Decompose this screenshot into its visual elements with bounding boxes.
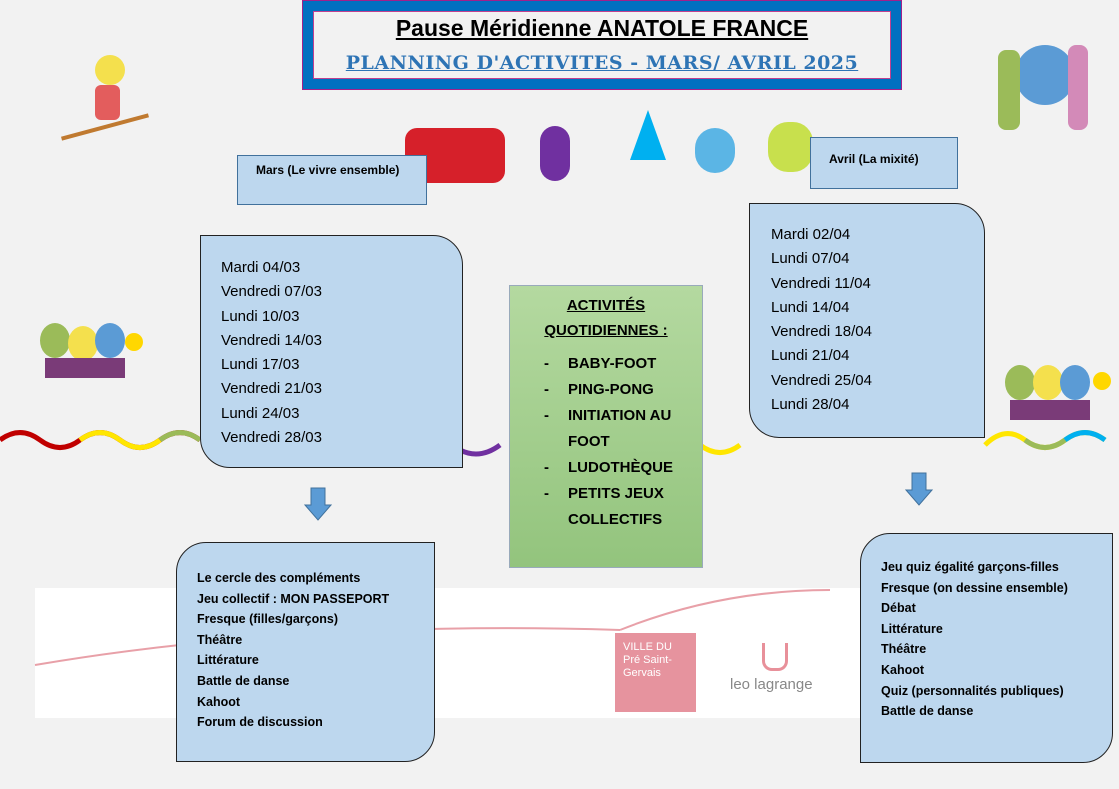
march-activities-box: Le cercle des compléments Jeu collectif … xyxy=(176,542,435,762)
title-banner: Pause Méridienne ANATOLE FRANCE PLANNING… xyxy=(302,0,902,90)
activity-item: Kahoot xyxy=(197,694,241,709)
date-item: Vendredi 25/04 xyxy=(771,371,872,389)
kids-group-illustration-left xyxy=(40,318,145,378)
april-activities-box: Jeu quiz égalité garçons-filles Fresque … xyxy=(860,533,1113,763)
kids-group-illustration-right xyxy=(1005,360,1115,420)
daily-title-line2: QUOTIDIENNES : xyxy=(544,322,668,339)
date-item: Vendredi 28/03 xyxy=(221,429,322,447)
activity-item: Jeu quiz égalité garçons-filles xyxy=(881,560,1059,574)
april-dates-box: Mardi 02/04 Lundi 07/04 Vendredi 11/04 L… xyxy=(749,203,985,438)
flask-character-icon xyxy=(630,110,666,160)
down-arrow-icon xyxy=(304,487,332,521)
down-arrow-icon xyxy=(905,472,933,506)
leo-lagrange-emblem-icon xyxy=(762,643,788,671)
date-item: Lundi 07/04 xyxy=(771,250,850,268)
activity-item: Littérature xyxy=(881,621,943,636)
date-item: Mardi 04/03 xyxy=(221,259,301,276)
date-item: Lundi 17/03 xyxy=(221,356,300,374)
daily-item: -INITIATION AU FOOT xyxy=(544,407,672,450)
date-item: Vendredi 18/04 xyxy=(771,323,872,341)
decorative-waves xyxy=(0,430,1107,666)
activity-item: Fresque (filles/garçons) xyxy=(197,612,339,627)
3d-glasses-character-icon xyxy=(695,128,735,173)
april-theme-label: Avril (La mixité) xyxy=(810,137,958,189)
page-title: Pause Méridienne ANATOLE FRANCE xyxy=(395,15,809,41)
date-item: Lundi 21/04 xyxy=(771,347,850,365)
witch-kid-illustration xyxy=(60,45,150,155)
daily-item: -PING-PONG xyxy=(544,381,654,398)
date-item: Vendredi 21/03 xyxy=(221,380,322,398)
daily-item: -BABY-FOOT xyxy=(544,355,657,372)
march-dates-box: Mardi 04/03 Vendredi 07/03 Lundi 10/03 V… xyxy=(200,235,463,468)
painter-character-icon xyxy=(540,126,570,181)
activity-item: Théâtre xyxy=(197,632,243,647)
date-item: Lundi 24/03 xyxy=(221,404,300,422)
activity-item: Théâtre xyxy=(881,642,927,657)
butterfly-character-icon xyxy=(768,122,813,172)
date-item: Lundi 10/03 xyxy=(221,307,300,325)
daily-title-line1: ACTIVITÉS xyxy=(566,297,646,314)
daily-activities-box: ACTIVITÉS QUOTIDIENNES : -BABY-FOOT -PIN… xyxy=(509,285,703,568)
date-item: Vendredi 07/03 xyxy=(221,283,322,301)
daily-item: -PETITS JEUX COLLECTIFS xyxy=(544,485,664,528)
activity-item: Jeu collectif : MON PASSEPORT xyxy=(197,591,390,606)
leo-lagrange-logo: leo lagrange xyxy=(730,676,813,693)
page-subtitle: PLANNING D'ACTIVITES - MARS/ AVRIL 2025 xyxy=(345,52,859,74)
globe-people-illustration xyxy=(990,25,1095,140)
activity-item: Quiz (personnalités publiques) xyxy=(881,683,1064,698)
daily-item: -LUDOTHÈQUE xyxy=(544,459,673,476)
march-theme-label: Mars (Le vivre ensemble) xyxy=(237,155,427,205)
date-item: Mardi 02/04 xyxy=(771,226,851,243)
date-item: Lundi 28/04 xyxy=(771,396,850,414)
activity-item: Le cercle des compléments xyxy=(197,571,361,585)
date-item: Lundi 14/04 xyxy=(771,298,850,316)
date-item: Vendredi 14/03 xyxy=(221,331,322,349)
activity-item: Battle de danse xyxy=(881,704,974,719)
activity-item: Débat xyxy=(881,601,916,616)
city-logo: VILLE DU Pré Saint-Gervais xyxy=(615,633,696,712)
activity-item: Battle de danse xyxy=(197,673,290,688)
date-item: Vendredi 11/04 xyxy=(771,274,871,292)
activity-item: Littérature xyxy=(197,653,259,668)
activity-item: Kahoot xyxy=(881,662,925,677)
activity-item: Fresque (on dessine ensemble) xyxy=(881,580,1068,595)
activity-item: Forum de discussion xyxy=(197,715,323,730)
